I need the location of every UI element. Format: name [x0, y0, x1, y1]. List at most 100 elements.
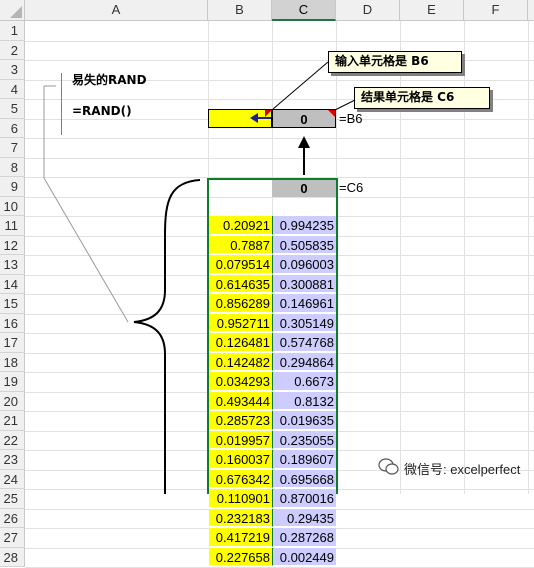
col-header-C[interactable]: C [272, 0, 336, 21]
table-header-C10[interactable]: 0 [272, 180, 336, 197]
table-cell-b[interactable]: 0.126481 [209, 333, 272, 352]
comment-indicator-icon [328, 110, 335, 117]
annotation-lines [43, 61, 356, 494]
gridline [528, 21, 529, 494]
table-cell-b[interactable]: 0.614635 [209, 274, 272, 293]
table-cell-c[interactable]: 0.287268 [272, 528, 336, 547]
row-header[interactable]: 9 [0, 177, 25, 197]
gridline [25, 79, 534, 81]
row-header[interactable]: 28 [0, 547, 25, 567]
table-cell-c[interactable]: 0.189607 [272, 450, 336, 469]
select-all-corner[interactable] [0, 0, 25, 21]
table-cell-c[interactable]: 0.019635 [272, 411, 336, 430]
table-cell-b[interactable]: 0.232183 [209, 508, 272, 527]
up-arrow-head-icon [298, 136, 310, 148]
gridline [464, 21, 465, 494]
table-cell-b[interactable]: 0.676342 [209, 469, 272, 488]
table-cell-b[interactable]: 0.160037 [209, 450, 272, 469]
table-cell-c[interactable]: 0.695668 [272, 469, 336, 488]
table-cell-b[interactable]: 0.493444 [209, 391, 272, 410]
table-cell-b[interactable]: 0.20921 [209, 216, 272, 235]
table-cell-b[interactable]: 0.079514 [209, 255, 272, 274]
row-header[interactable]: 20 [0, 391, 25, 411]
row-header[interactable]: 14 [0, 274, 25, 294]
left-arrow-head-icon [250, 113, 258, 123]
wechat-icon [378, 458, 399, 475]
table-cell-c[interactable]: 0.505835 [272, 235, 336, 254]
leader-line [43, 177, 129, 323]
col-header-A[interactable]: A [25, 0, 208, 21]
table-cell-c[interactable]: 0.002449 [272, 547, 336, 566]
data-table [207, 178, 338, 494]
table-cell-c[interactable]: 0.29435 [272, 508, 336, 527]
row-header[interactable]: 19 [0, 372, 25, 392]
note-formula: =RAND() [72, 104, 132, 118]
row-header[interactable]: 1 [0, 21, 25, 41]
row-header[interactable]: 12 [0, 235, 25, 255]
row-header[interactable]: 16 [0, 313, 25, 333]
row-header[interactable]: 17 [0, 333, 25, 353]
table-header-B10[interactable] [209, 180, 272, 197]
table-cell-c[interactable]: 0.994235 [272, 216, 336, 235]
table-cell-b[interactable]: 0.019957 [209, 430, 272, 449]
row-header[interactable]: 23 [0, 450, 25, 470]
table-cell-c[interactable]: 0.096003 [272, 255, 336, 274]
table-cell-c[interactable]: 0.8132 [272, 391, 336, 410]
gridline [25, 196, 534, 198]
table-cell-b[interactable]: 0.285723 [209, 411, 272, 430]
table-cell-b[interactable]: 0.227658 [209, 547, 272, 566]
row-header[interactable]: 3 [0, 60, 25, 80]
table-cell-c[interactable]: 0.6673 [272, 372, 336, 391]
callout-leader-line [272, 61, 329, 110]
col-header-E[interactable]: E [400, 0, 464, 21]
callout-leader-line [334, 99, 356, 111]
row-header[interactable]: 15 [0, 294, 25, 314]
row-header[interactable]: 4 [0, 79, 25, 99]
callout-result-cell: 结果单元格是 C6 [354, 87, 490, 109]
row-header[interactable]: 5 [0, 99, 25, 119]
row-header[interactable]: 13 [0, 255, 25, 275]
table-cell-c[interactable]: 0.146961 [272, 294, 336, 313]
gridline [25, 99, 534, 100]
row-header[interactable]: 6 [0, 118, 25, 138]
comment-indicator-icon [265, 110, 272, 117]
result-cell-C6[interactable]: 0 [272, 109, 336, 128]
table-cell-b[interactable]: 0.034293 [209, 372, 272, 391]
note-title: 易失的RAND [72, 73, 147, 87]
row-header[interactable]: 21 [0, 411, 25, 431]
table-cell-b[interactable]: 0.7887 [209, 235, 272, 254]
row-header[interactable]: 18 [0, 352, 25, 372]
table-cell-b[interactable]: 0.110901 [209, 489, 272, 508]
row-header[interactable]: 26 [0, 508, 25, 528]
input-cell-B6[interactable] [208, 109, 272, 128]
table-cell-b[interactable]: 0.952711 [209, 313, 272, 332]
callout-input-cell: 输入单元格是 B6 [328, 51, 462, 73]
table-cell-b[interactable]: 0.142482 [209, 352, 272, 371]
col-header-D[interactable]: D [336, 0, 400, 21]
note-bracket [61, 73, 62, 135]
result-cell-value: 0 [300, 112, 308, 127]
table-cell-b[interactable]: 0.856289 [209, 294, 272, 313]
table-cell-c[interactable]: 0.235055 [272, 430, 336, 449]
table-cell-c[interactable]: 0.870016 [272, 489, 336, 508]
table-cell-c[interactable]: 0.574768 [272, 333, 336, 352]
table-cell-b[interactable]: 0.417219 [209, 528, 272, 547]
gridline [25, 60, 534, 61]
row-header[interactable]: 10 [0, 196, 25, 216]
row-header[interactable]: 2 [0, 40, 25, 60]
row-header[interactable]: 8 [0, 157, 25, 177]
table-cell-c[interactable]: 0.294864 [272, 352, 336, 371]
table-cell-c[interactable]: 0.300881 [272, 274, 336, 293]
row-header[interactable]: 7 [0, 138, 25, 158]
row-header[interactable]: 11 [0, 216, 25, 236]
row-header[interactable]: 22 [0, 430, 25, 450]
row-header[interactable]: 27 [0, 528, 25, 548]
ref-label-B6: =B6 [339, 111, 363, 126]
col-header-next[interactable] [528, 0, 534, 21]
table-cell-c[interactable]: 0.305149 [272, 313, 336, 332]
col-header-B[interactable]: B [208, 0, 272, 21]
corner-triangle-icon [10, 6, 22, 18]
row-header[interactable]: 24 [0, 469, 25, 489]
col-header-F[interactable]: F [464, 0, 528, 21]
gridline [25, 138, 534, 139]
